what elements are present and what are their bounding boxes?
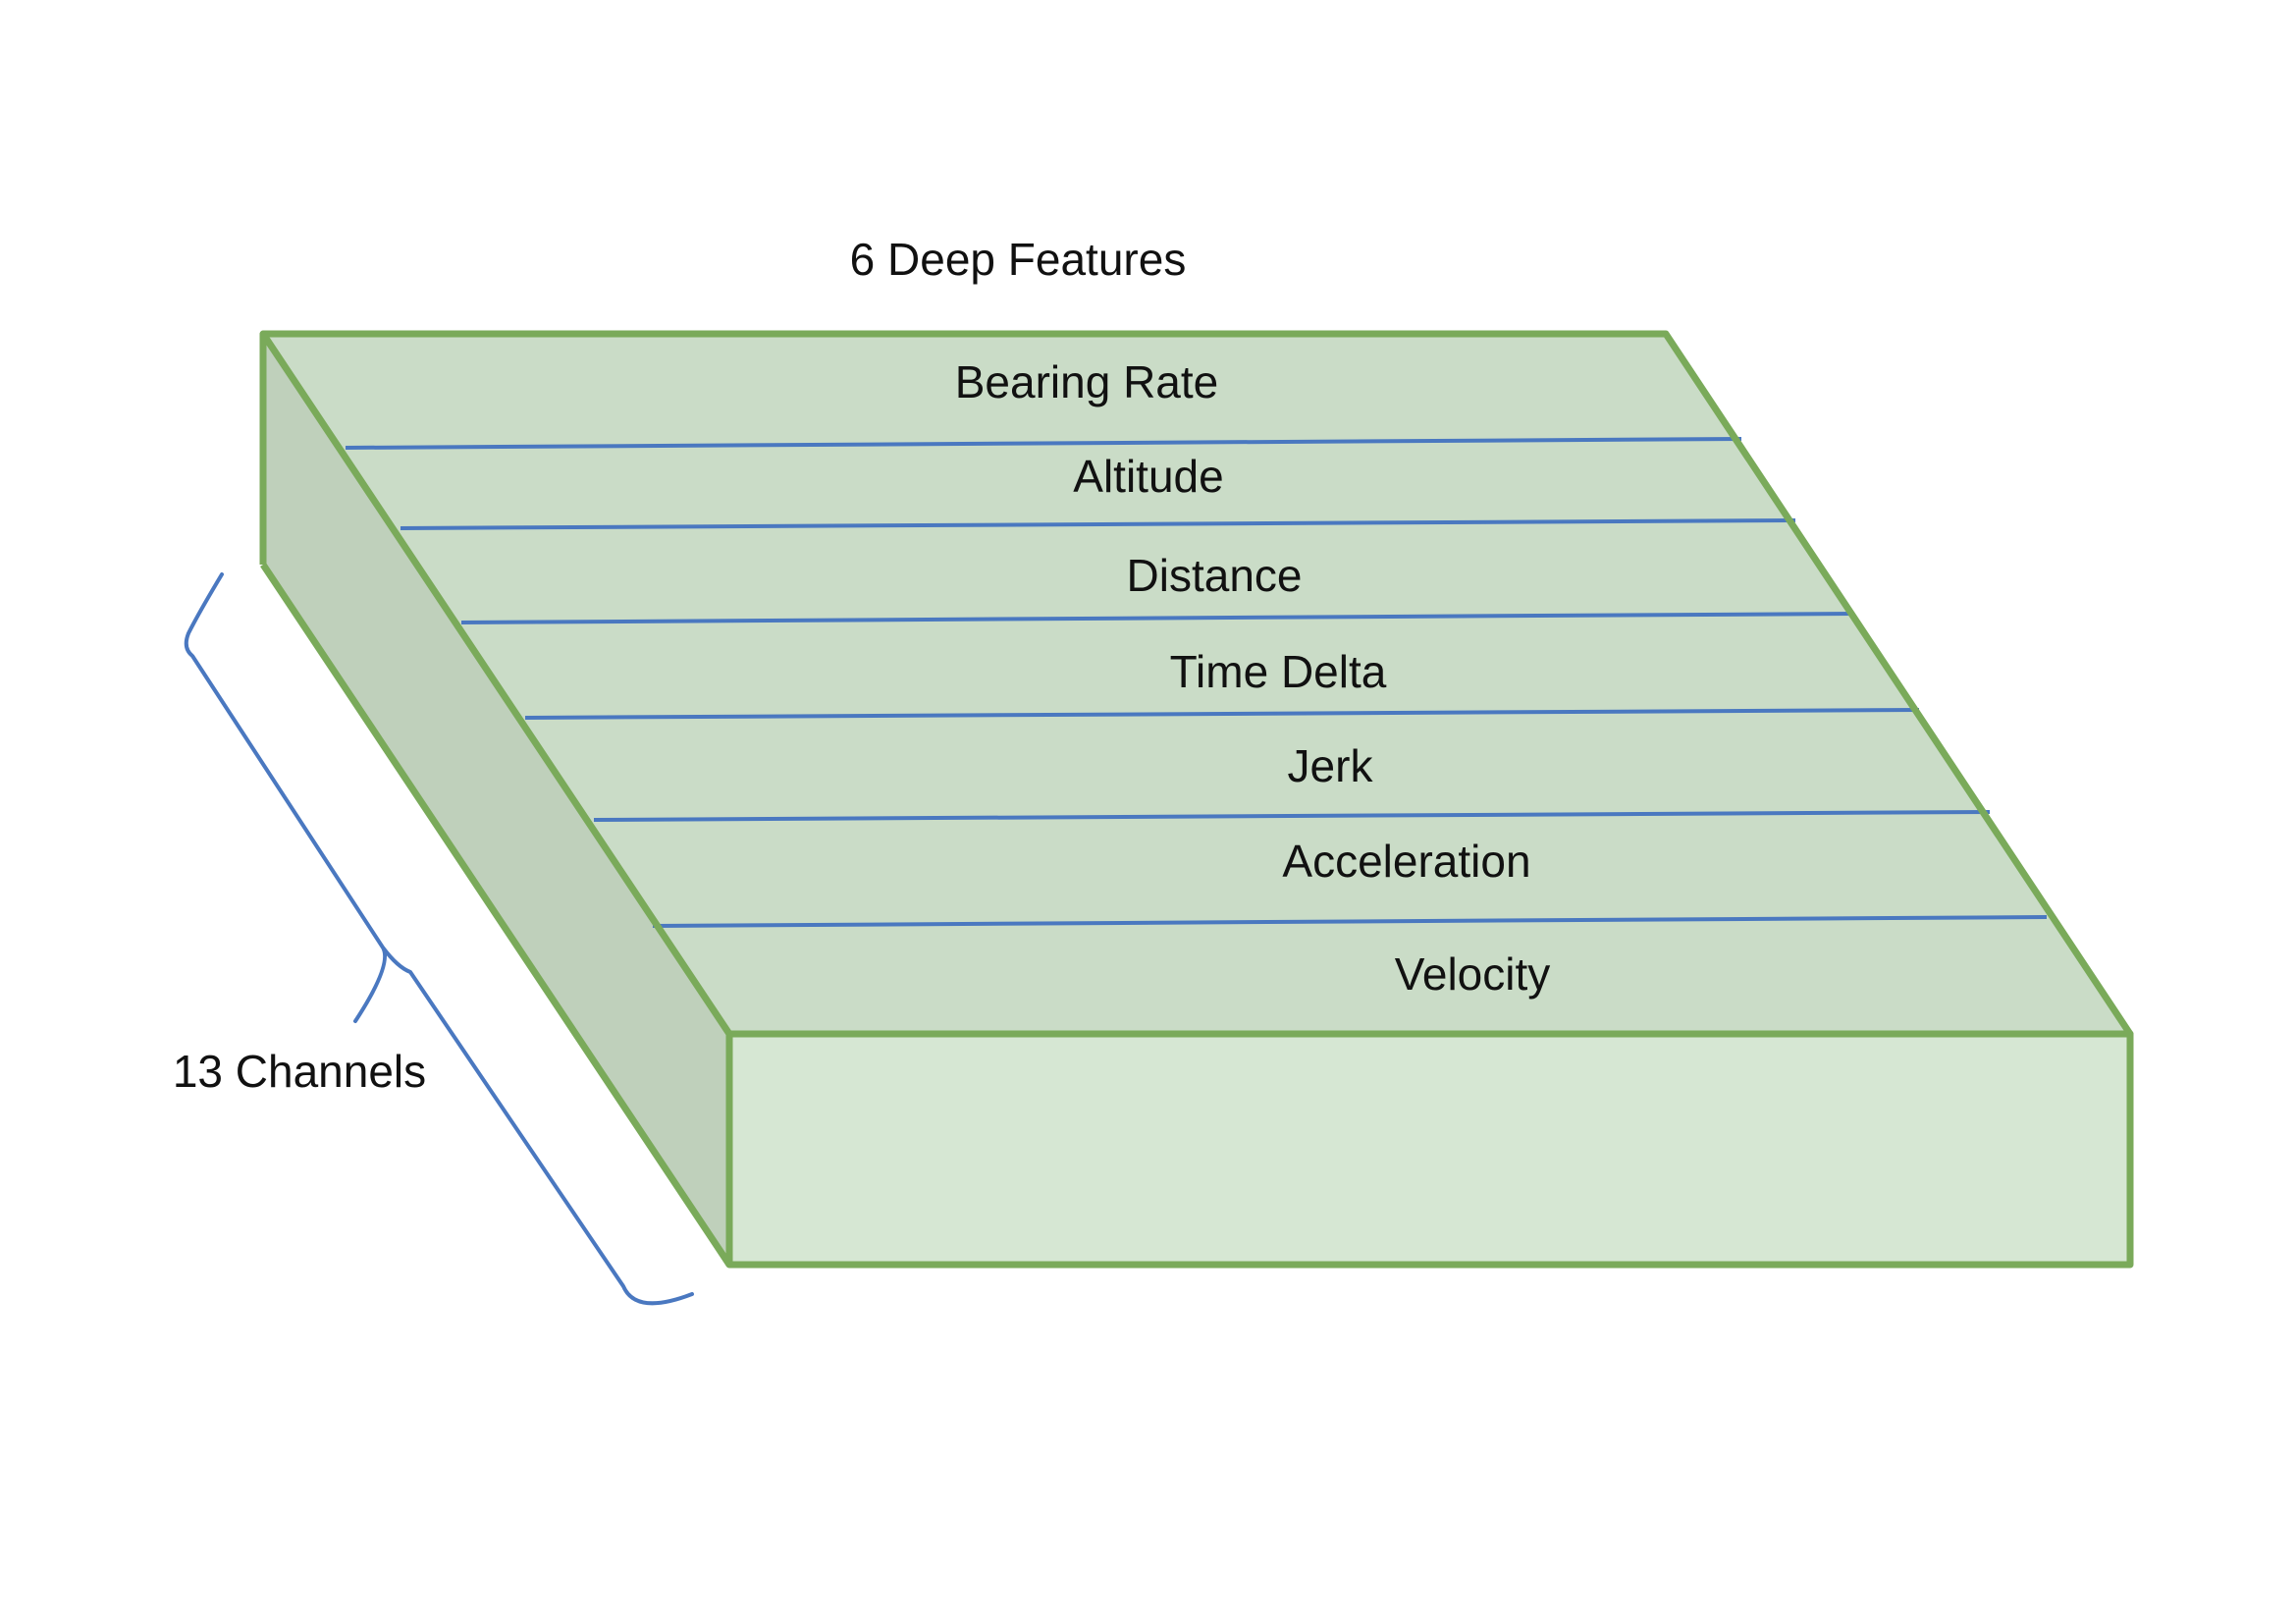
feature-label-jerk: Jerk — [1288, 740, 1374, 791]
divider-line — [524, 708, 1920, 720]
channels-label: 13 Channels — [173, 1046, 426, 1097]
block-side-face — [263, 334, 729, 1265]
divider-line — [345, 437, 1742, 450]
divider-line — [593, 810, 1991, 822]
block-outline — [259, 330, 2134, 1269]
channels-brace — [184, 572, 694, 1306]
feature-label-velocity: Velocity — [1395, 948, 1551, 1000]
feature-label-distance: Distance — [1127, 550, 1303, 601]
feature-label-altitude: Altitude — [1073, 451, 1223, 502]
divider-line — [460, 612, 1854, 624]
feature-label-time-delta: Time Delta — [1170, 646, 1387, 697]
block-front-face — [729, 1034, 2130, 1265]
feature-label-acceleration: Acceleration — [1282, 836, 1530, 887]
feature-label-bearing-rate: Bearing Rate — [955, 356, 1219, 407]
divider-line — [400, 518, 1796, 530]
block-top-face — [263, 334, 2130, 1034]
divider-line — [652, 915, 2048, 928]
diagram-title: 6 Deep Features — [850, 234, 1187, 285]
feature-dividers — [345, 437, 2048, 928]
